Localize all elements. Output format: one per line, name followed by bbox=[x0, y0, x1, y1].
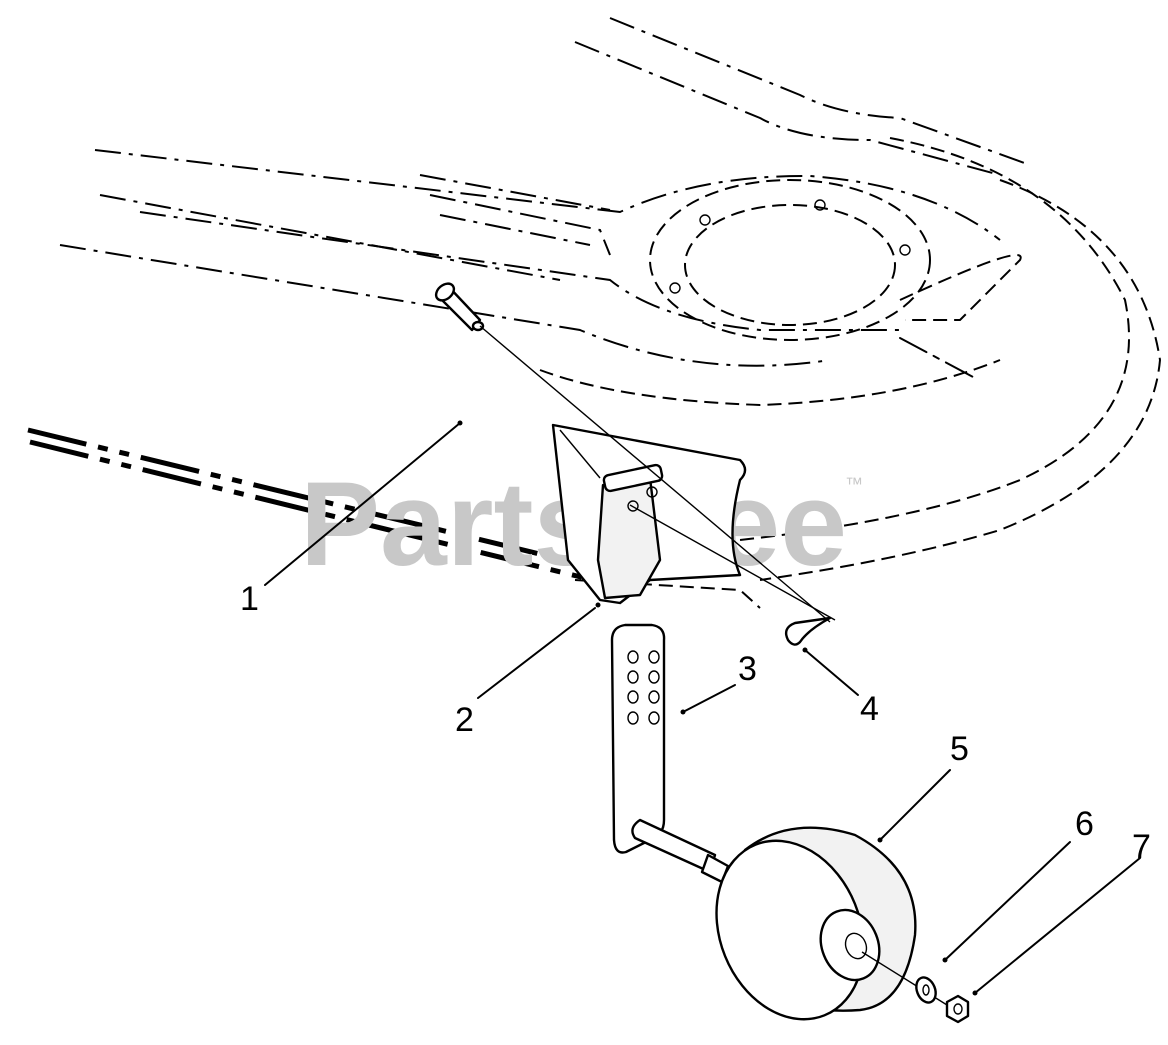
watermark-trademark: ™ bbox=[845, 474, 863, 494]
callout-4[interactable]: 4 bbox=[860, 690, 879, 728]
callout-labels: 1 2 3 4 5 6 7 bbox=[240, 580, 1151, 866]
leader-7 bbox=[974, 857, 1141, 994]
callout-3[interactable]: 3 bbox=[738, 650, 757, 688]
leader-2 bbox=[477, 607, 596, 699]
leader-1 bbox=[264, 422, 461, 586]
leader-6 bbox=[944, 841, 1071, 961]
mower-deck-outline bbox=[59, 17, 1162, 609]
leader-4 bbox=[804, 649, 859, 696]
callout-2[interactable]: 2 bbox=[455, 701, 474, 739]
leader-5 bbox=[879, 769, 951, 841]
plate-holes bbox=[627, 650, 660, 725]
deck-edge-phantom bbox=[27, 427, 586, 581]
part-1-bolt bbox=[434, 282, 831, 623]
leader-3 bbox=[682, 684, 736, 713]
part-6-washer bbox=[915, 976, 937, 1004]
part-5-wheel bbox=[715, 826, 956, 1021]
callout-5[interactable]: 5 bbox=[950, 730, 969, 768]
part-2-bracket bbox=[551, 423, 747, 605]
part-3-plate bbox=[610, 623, 730, 884]
callout-7[interactable]: 7 bbox=[1132, 828, 1151, 866]
callout-1[interactable]: 1 bbox=[240, 580, 259, 618]
leader-lines bbox=[264, 420, 1141, 996]
callout-6[interactable]: 6 bbox=[1075, 805, 1094, 843]
part-7-nut bbox=[945, 994, 970, 1024]
part-4-pin bbox=[629, 504, 836, 646]
